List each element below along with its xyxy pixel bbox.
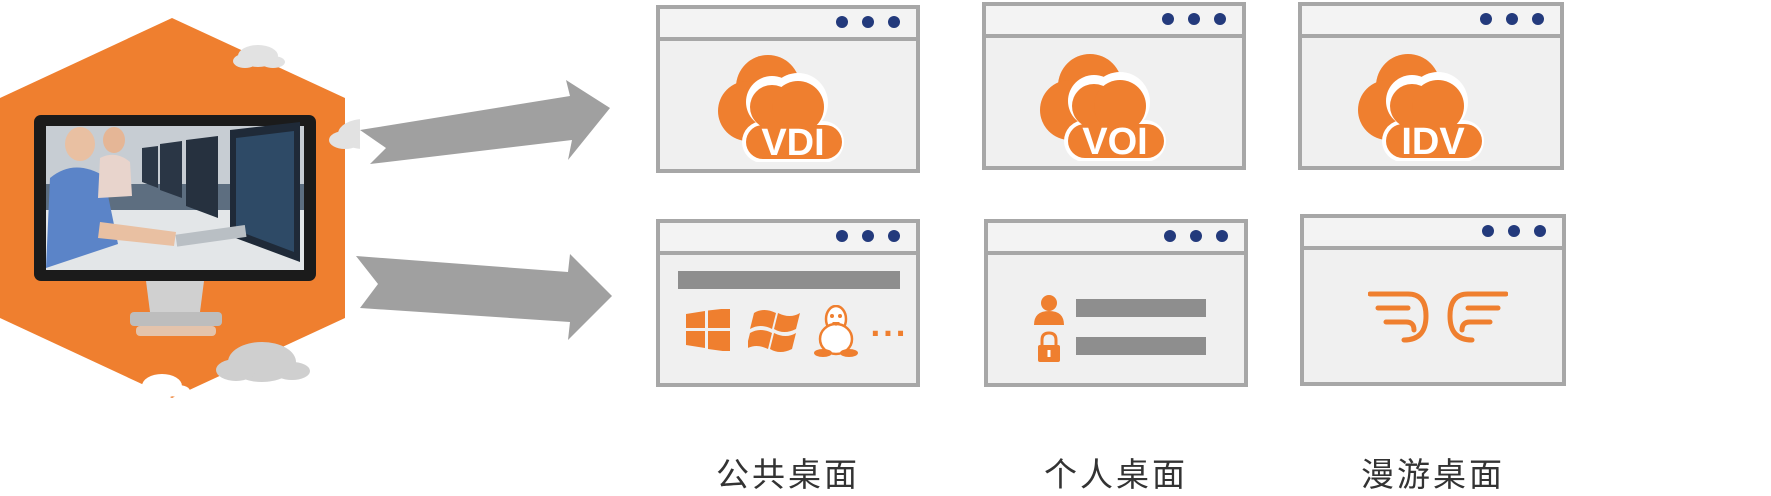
window-title-bar xyxy=(1302,6,1560,38)
cloud-icon xyxy=(329,119,360,149)
cloud-label-voi: VOI xyxy=(1082,121,1147,161)
window-title-bar xyxy=(1304,218,1562,250)
caption-public-desktop: 公共桌面 xyxy=(716,455,860,494)
dot-icon xyxy=(862,16,874,28)
placeholder-bar xyxy=(1076,337,1206,355)
user-icon xyxy=(1034,295,1064,325)
arrow-icon xyxy=(356,254,612,340)
window-dots xyxy=(1162,13,1226,25)
personal-desktop-window xyxy=(984,219,1248,387)
caption-roaming-desktop: 漫游桌面 xyxy=(1361,455,1505,494)
window-dots xyxy=(836,230,900,242)
lock-icon xyxy=(1038,331,1060,362)
dot-icon xyxy=(1508,225,1520,237)
arrow-icon xyxy=(360,80,610,164)
windows-xp-icon xyxy=(748,310,800,352)
dot-icon xyxy=(836,230,848,242)
vdi-window: VDI xyxy=(656,5,920,173)
dot-icon xyxy=(1480,13,1492,25)
dot-icon xyxy=(836,16,848,28)
linux-tux-icon xyxy=(814,305,858,357)
cloud-label-vdi: VDI xyxy=(761,122,824,162)
public-desktop-window: ··· xyxy=(656,219,920,387)
cloud-icon: VDI xyxy=(718,55,844,162)
dot-icon xyxy=(1534,225,1546,237)
dot-icon xyxy=(1214,13,1226,25)
dot-icon xyxy=(888,16,900,28)
dot-icon xyxy=(1216,230,1228,242)
dot-icon xyxy=(1162,13,1174,25)
cloud-label-idv: IDV xyxy=(1401,121,1465,161)
cloud-icon xyxy=(233,45,285,68)
window-title-bar xyxy=(986,6,1242,38)
cloud-icon: IDV xyxy=(1358,54,1484,161)
dot-icon xyxy=(1482,225,1494,237)
cloud-icon xyxy=(216,342,310,382)
dot-icon xyxy=(1532,13,1544,25)
placeholder-bar xyxy=(678,271,900,289)
wings-icon xyxy=(1368,291,1508,343)
monitor-stand xyxy=(130,281,222,336)
dot-icon xyxy=(1164,230,1176,242)
caption-personal-desktop: 个人桌面 xyxy=(1044,455,1188,494)
window-dots xyxy=(836,16,900,28)
window-dots xyxy=(1164,230,1228,242)
monitor-icon xyxy=(34,115,316,281)
placeholder-bar xyxy=(1076,299,1206,317)
window-title-bar xyxy=(660,9,916,41)
voi-window: VOI xyxy=(982,2,1246,170)
cloud-icon xyxy=(133,374,190,398)
dot-icon xyxy=(1506,13,1518,25)
dot-icon xyxy=(1188,13,1200,25)
dot-icon xyxy=(888,230,900,242)
windows-10-icon xyxy=(686,309,730,351)
cloud-icon: VOI xyxy=(1040,54,1166,161)
ellipsis-icon: ··· xyxy=(870,317,908,350)
window-dots xyxy=(1482,225,1546,237)
dot-icon xyxy=(862,230,874,242)
window-dots xyxy=(1480,13,1544,25)
window-title-bar xyxy=(988,223,1244,255)
roaming-desktop-window xyxy=(1300,214,1566,386)
hexagon-monitor-illustration xyxy=(0,18,360,398)
window-title-bar xyxy=(660,223,916,255)
dot-icon xyxy=(1190,230,1202,242)
idv-window: IDV xyxy=(1298,2,1564,170)
